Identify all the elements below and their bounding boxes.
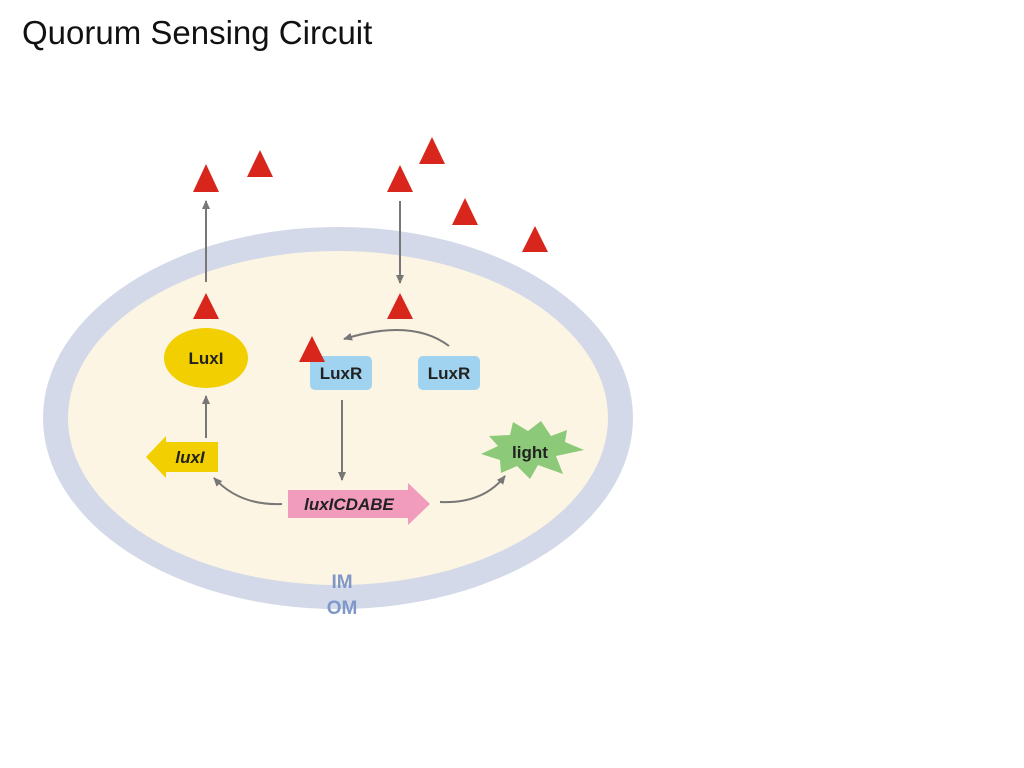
- outer-membrane-label: OM: [327, 598, 358, 619]
- binding-arrow: [343, 329, 450, 347]
- luxr-bound-box: [310, 356, 372, 390]
- autoinducer-bound: [299, 336, 325, 362]
- autoinducer: [387, 165, 413, 192]
- light-label: light: [512, 443, 548, 462]
- operon-to-light-arrow: [439, 475, 506, 504]
- luxi-protein: [164, 328, 248, 388]
- luxr-bound-label: LuxR: [320, 364, 363, 383]
- luxr-free-box: [418, 356, 480, 390]
- luxi-protein-label: LuxI: [189, 349, 224, 368]
- inner-membrane-label: IM: [331, 572, 352, 593]
- autoinducer: [247, 150, 273, 177]
- autoinducers-outside: [193, 137, 548, 252]
- autoinducer: [419, 137, 445, 164]
- cytoplasm: [68, 251, 608, 585]
- page-title: Quorum Sensing Circuit: [22, 14, 373, 51]
- operon-to-luxi-arrow: [213, 477, 283, 506]
- autoinducer: [522, 226, 548, 252]
- autoinducer: [452, 198, 478, 225]
- autoinducer-inside-right: [387, 293, 413, 319]
- luxr-free-label: LuxR: [428, 364, 471, 383]
- operon-arrow: [288, 483, 430, 525]
- autoinducer: [193, 164, 219, 192]
- light-burst: [481, 421, 584, 479]
- operon-label: luxICDABE: [304, 495, 394, 514]
- autoinducer-inside-left: [193, 293, 219, 319]
- luxi-gene-arrow: [146, 436, 218, 478]
- luxi-gene-label: luxI: [175, 448, 206, 467]
